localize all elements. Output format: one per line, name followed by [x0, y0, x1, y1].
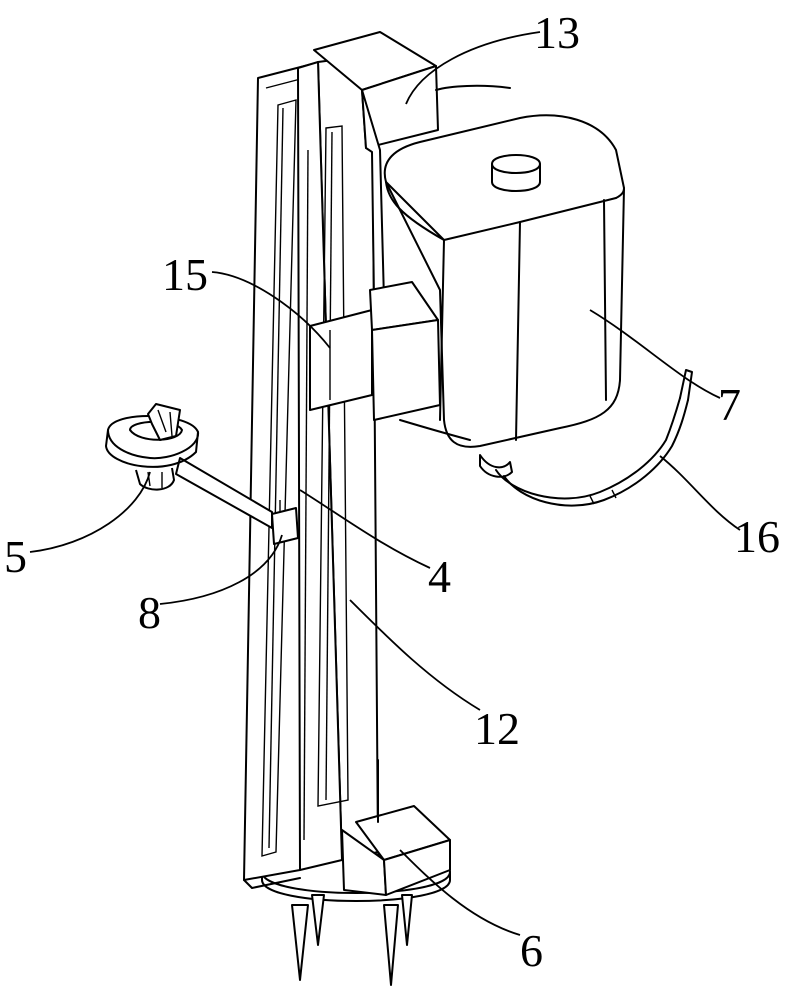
- water-hose: [479, 369, 693, 507]
- ground-spikes: [291, 894, 413, 986]
- label-15: 15: [162, 249, 208, 300]
- main-column: [297, 54, 379, 871]
- leader-8: [159, 534, 283, 605]
- leader-5: [29, 471, 151, 553]
- leader-6: [399, 849, 521, 936]
- leader-4: [299, 489, 431, 569]
- leader-13: [405, 31, 541, 105]
- label-8: 8: [138, 587, 161, 638]
- clamp-arm: [105, 403, 273, 529]
- label-13: 13: [534, 7, 580, 58]
- label-6: 6: [520, 925, 543, 976]
- water-tank: [383, 84, 625, 448]
- label-4: 4: [428, 551, 451, 602]
- sensor-box: [271, 500, 299, 545]
- leader-16: [659, 455, 741, 531]
- label-5: 5: [4, 531, 27, 582]
- label-12: 12: [474, 703, 520, 754]
- leader-15: [211, 271, 331, 349]
- slider-block: [309, 281, 441, 421]
- leader-lines: [29, 31, 741, 936]
- leader-12: [349, 599, 481, 711]
- leader-7: [589, 309, 721, 399]
- label-16: 16: [734, 511, 780, 562]
- reference-labels: 13 15 7 5 4 16 8 12 6: [4, 7, 780, 976]
- label-7: 7: [718, 379, 741, 430]
